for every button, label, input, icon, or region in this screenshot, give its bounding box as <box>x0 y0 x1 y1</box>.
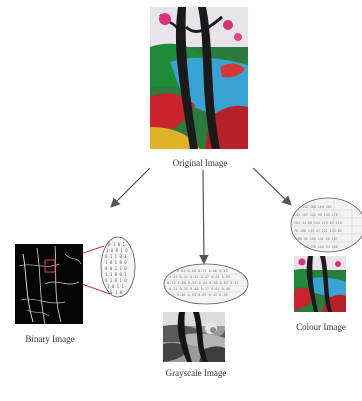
arrow-to-colour <box>252 167 292 206</box>
svg-text:1 0 1 1: 1 0 1 1 <box>107 284 124 289</box>
binary-zoom-ellipse: 0 1 0 1 1 0 0 1 0 0 1 1 0 1 1 0 1 0 0 0 … <box>100 236 136 298</box>
svg-text:0.72 0.68 0.39 0.44 0.58 0.63: 0.72 0.68 0.39 0.44 0.58 0.63 0.51 <box>167 281 239 285</box>
svg-text:168 92 205 141 66 187: 168 92 205 141 66 187 <box>296 237 338 241</box>
svg-text:53 178 120 94 160: 53 178 120 94 160 <box>304 245 338 249</box>
grayscale-image <box>163 312 225 362</box>
binary-image <box>15 244 83 324</box>
svg-text:0 1 0: 0 1 0 <box>110 290 123 295</box>
grayscale-image-label: Grayscale Image <box>165 368 227 378</box>
svg-text:1 0 1 0 0: 1 0 1 0 0 <box>105 260 127 265</box>
arrow-to-binary <box>110 167 151 208</box>
binary-image-label: Binary Image <box>25 334 75 344</box>
svg-text:201 34 88 154 119 62 210: 201 34 88 154 119 62 210 <box>294 221 342 225</box>
svg-text:0 1 0 1: 0 1 0 1 <box>108 242 125 247</box>
svg-text:0.46 0.53 0.69 0.41 0.38: 0.46 0.53 0.69 0.41 0.38 <box>177 293 228 297</box>
svg-text:0.33 0.41 0.52 0.47 0.61 0.55: 0.33 0.41 0.52 0.47 0.61 0.55 <box>169 275 230 279</box>
svg-text:0.21 0.35 0.48 0.57 0.62 0.40: 0.21 0.35 0.48 0.57 0.62 0.40 <box>169 287 230 291</box>
original-image-label: Original Image <box>172 158 228 168</box>
svg-text:76 190 143 57 221 133 80: 76 190 143 57 221 133 80 <box>294 229 342 233</box>
grayscale-zoom-ellipse: 0.62 0.58 0.71 0.66 0.49 0.33 0.41 0.52 … <box>163 262 249 306</box>
original-image <box>150 7 248 149</box>
colour-zoom-ellipse: 212 188 164 201 45 167 122 98 143 176 20… <box>290 196 362 254</box>
svg-text:212 188 164 201: 212 188 164 201 <box>302 205 332 209</box>
colour-image <box>294 256 346 312</box>
svg-text:1 1 0 0 1: 1 1 0 0 1 <box>105 272 127 277</box>
svg-text:45 167 122 98 143 176: 45 167 122 98 143 176 <box>296 213 338 217</box>
svg-text:0.62 0.58 0.71 0.66 0.49: 0.62 0.58 0.71 0.66 0.49 <box>177 269 228 273</box>
arrow-to-grayscale <box>199 169 209 265</box>
colour-image-label: Colour Image <box>296 322 346 332</box>
svg-text:0 1 1 0 1: 0 1 1 0 1 <box>105 254 127 259</box>
svg-text:1 0 0 1 0: 1 0 0 1 0 <box>106 248 128 253</box>
svg-text:0 1 0 1 0: 0 1 0 1 0 <box>105 278 127 283</box>
svg-text:0 0 1 1 0: 0 0 1 1 0 <box>105 266 127 271</box>
